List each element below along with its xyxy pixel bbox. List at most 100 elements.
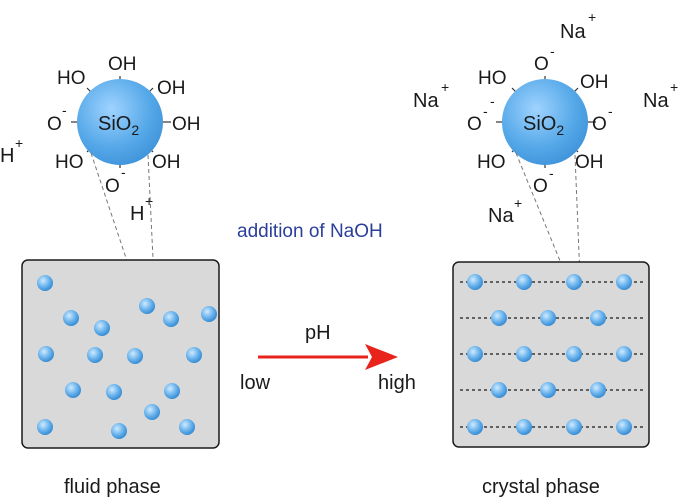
svg-text:+: + <box>15 135 23 151</box>
fluid-particle <box>163 311 179 327</box>
right-na-ion-left: Na + <box>413 79 449 112</box>
fluid-particle <box>38 346 54 362</box>
right-o-minus-right: O - <box>592 103 613 135</box>
right-ho-bottomleft: HO <box>477 152 506 173</box>
svg-text:H: H <box>130 203 144 225</box>
right-o-minus-left: O - <box>467 103 488 135</box>
svg-text:+: + <box>670 79 678 95</box>
crystal-particle <box>491 382 507 398</box>
crystal-particle <box>590 310 606 326</box>
right-sio2-label: SiO2 <box>523 113 564 138</box>
svg-text:-: - <box>549 165 554 181</box>
left-oh-top: OH <box>108 54 137 75</box>
left-oh-topright: OH <box>157 78 186 99</box>
right-oh-bottomright: OH <box>575 152 604 173</box>
crystal-particle <box>616 274 632 290</box>
right-na-ion-bottom: Na + <box>488 195 522 227</box>
fluid-particle <box>111 423 127 439</box>
low-label: low <box>240 372 271 394</box>
svg-text:H: H <box>0 145 14 167</box>
crystal-particle <box>467 274 483 290</box>
svg-text:+: + <box>145 193 153 209</box>
left-oh-bottomright: OH <box>152 152 181 173</box>
svg-text:+: + <box>588 9 596 25</box>
left-h-ion-1: H + <box>0 135 23 167</box>
svg-text:Na: Na <box>413 90 439 112</box>
fluid-particles <box>37 275 217 439</box>
right-na-ion-top: Na + <box>560 9 596 43</box>
crystal-particle <box>566 274 582 290</box>
high-label: high <box>378 372 416 394</box>
svg-text:O: O <box>533 176 548 197</box>
fluid-particle <box>94 320 110 336</box>
crystal-particle <box>516 346 532 362</box>
fluid-particle <box>37 275 53 291</box>
crystal-particle <box>566 346 582 362</box>
crystal-particle <box>491 310 507 326</box>
left-sio2-sphere <box>77 79 163 165</box>
svg-text:O: O <box>467 114 482 135</box>
left-oh-right: OH <box>172 114 201 135</box>
fluid-particle <box>127 348 143 364</box>
svg-text:Na: Na <box>643 90 669 112</box>
right-ho-topleft: HO <box>478 68 507 89</box>
left-ho-bottomleft: HO <box>55 152 84 173</box>
right-sio2-sphere <box>502 79 588 165</box>
svg-text:+: + <box>441 79 449 95</box>
fluid-particle <box>186 347 202 363</box>
crystal-particle <box>516 274 532 290</box>
svg-text:-: - <box>550 43 555 59</box>
right-o-minus-upperleft: - <box>490 93 495 109</box>
left-o-minus-left: O - <box>47 102 67 135</box>
svg-text:O: O <box>47 114 62 135</box>
crystal-particle <box>467 419 483 435</box>
svg-text:-: - <box>483 103 488 119</box>
right-o-minus-top: O - <box>534 43 555 75</box>
right-oh-topright: OH <box>580 72 609 93</box>
fluid-particle <box>201 306 217 322</box>
crystal-particles <box>467 274 632 435</box>
crystal-particle <box>516 419 532 435</box>
crystal-phase-caption: crystal phase <box>482 476 600 498</box>
left-o-minus-bottom: O - <box>105 164 126 197</box>
ph-label: pH <box>305 322 331 344</box>
left-h-ion-2: H + <box>130 193 153 225</box>
svg-text:O: O <box>592 114 607 135</box>
addition-of-naoh-label: addition of NaOH <box>237 221 383 242</box>
right-o-minus-bottom: O - <box>533 165 554 197</box>
fluid-phase-box <box>21 259 220 449</box>
svg-text:-: - <box>608 103 613 119</box>
fluid-particle <box>65 382 81 398</box>
crystal-particle <box>566 419 582 435</box>
fluid-particle <box>106 384 122 400</box>
left-silica-particle: SiO2 OH HO OH OH OH HO O - O - H + H + <box>0 54 201 225</box>
svg-text:O: O <box>105 176 120 197</box>
fluid-particle <box>179 419 195 435</box>
fluid-particle <box>63 310 79 326</box>
ph-arrow <box>258 344 398 370</box>
fluid-particle <box>164 383 180 399</box>
svg-text:+: + <box>514 195 522 211</box>
crystal-particle <box>467 346 483 362</box>
left-ho-topleft: HO <box>57 68 86 89</box>
svg-text:-: - <box>490 93 495 109</box>
svg-text:Na: Na <box>488 205 514 227</box>
fluid-particle <box>87 347 103 363</box>
svg-text:-: - <box>62 102 67 118</box>
fluid-phase-caption: fluid phase <box>64 476 161 498</box>
crystal-particle <box>540 310 556 326</box>
left-sio2-label: SiO2 <box>98 113 139 138</box>
svg-text:Na: Na <box>560 21 586 43</box>
right-silica-particle: SiO2 O - HO OH O - O - - HO OH O - Na + … <box>413 9 678 227</box>
fluid-particle <box>37 419 53 435</box>
right-zoom-lines <box>515 152 581 279</box>
crystal-particle <box>540 382 556 398</box>
fluid-particle <box>144 404 160 420</box>
crystal-particle <box>616 346 632 362</box>
svg-text:-: - <box>121 164 126 180</box>
crystal-particle <box>616 419 632 435</box>
crystal-particle <box>590 382 606 398</box>
fluid-particle <box>139 298 155 314</box>
right-na-ion-right: Na + <box>643 79 678 112</box>
